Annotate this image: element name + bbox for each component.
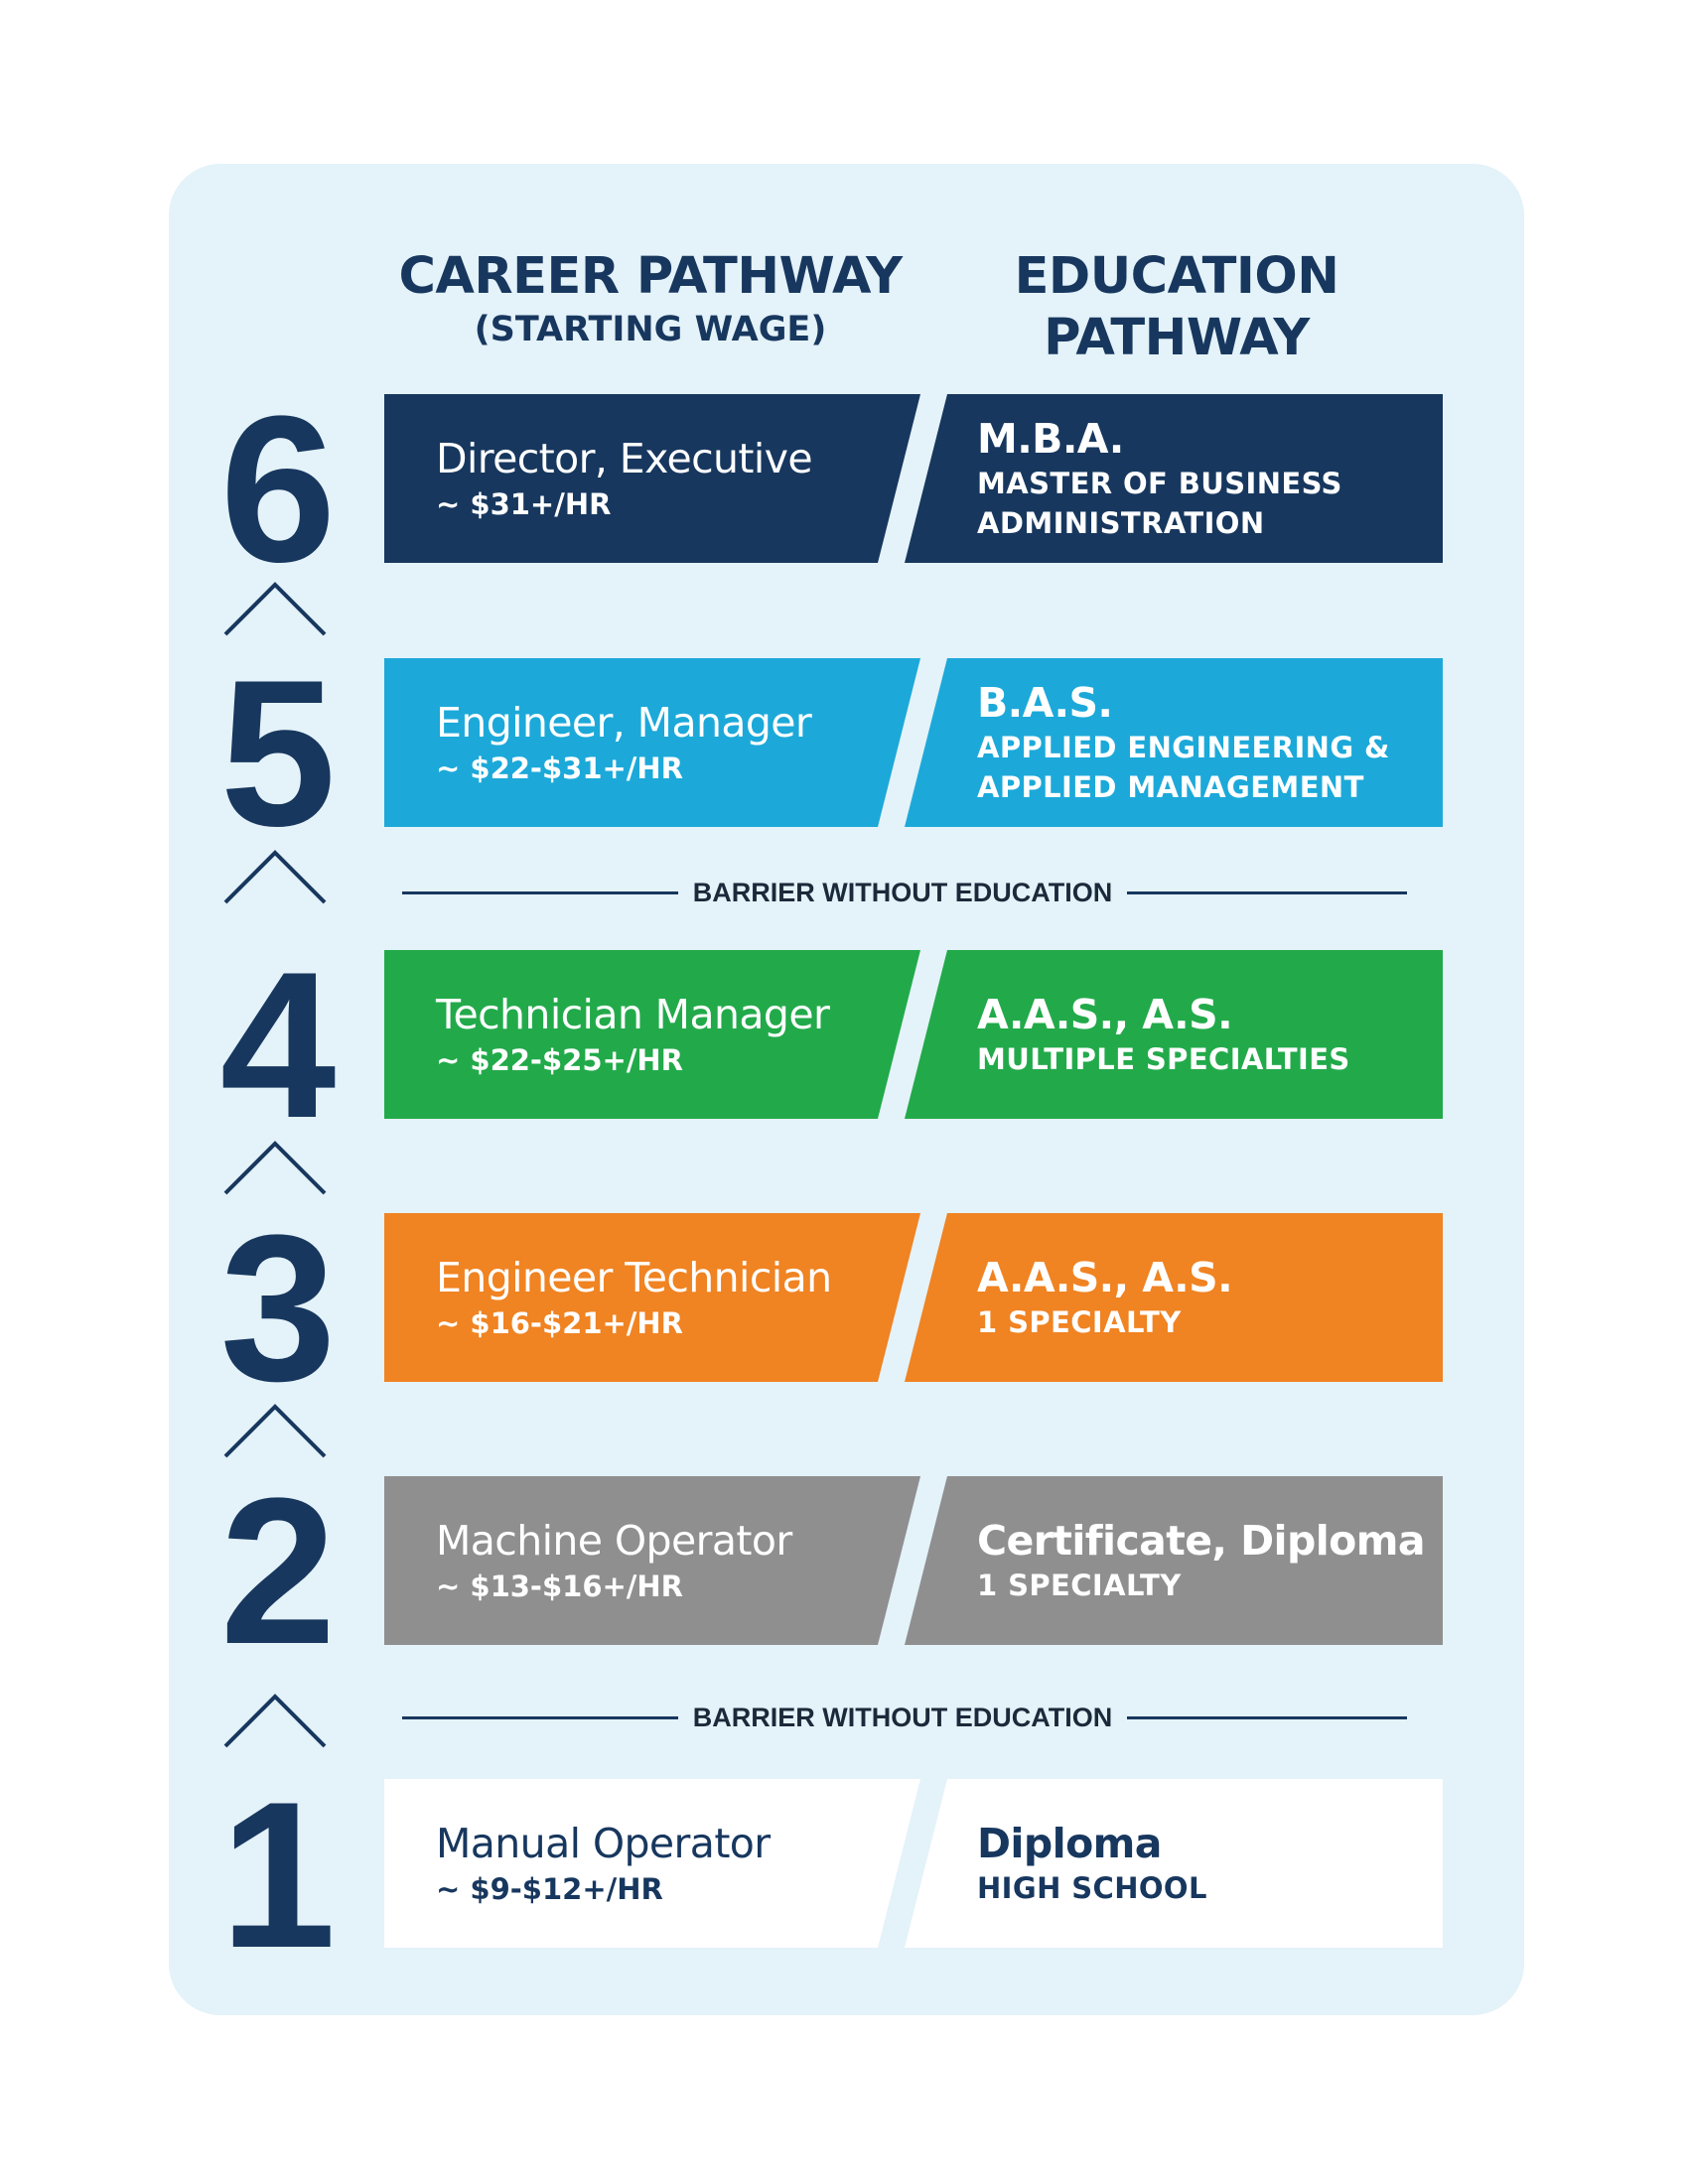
education-pathway-title-line1: EDUCATION: [1014, 247, 1339, 306]
up-caret-icon: [223, 581, 327, 636]
starting-wage: ~ $16-$21+/HR: [436, 1306, 683, 1340]
education-title: M.B.A.: [977, 415, 1124, 463]
career-cell: Machine Operator ~ $13-$16+/HR: [436, 1476, 903, 1645]
career-title: Machine Operator: [436, 1517, 792, 1565]
education-detail: HIGH SCHOOL: [977, 1871, 1207, 1905]
career-cell: Engineer, Manager ~ $22-$31+/HR: [436, 658, 903, 827]
pathway-row-shapes: [384, 394, 1443, 563]
pathway-row: Director, Executive ~ $31+/HR M.B.A.MASTER…: [384, 394, 1443, 563]
education-detail: APPLIED ENGINEERING & APPLIED MANAGEMENT: [977, 731, 1390, 804]
caret-stroke: [223, 1141, 327, 1195]
career-title: Director, Executive: [436, 435, 813, 482]
pathway-row-shapes: [384, 950, 1443, 1119]
career-cell: Technician Manager ~ $22-$25+/HR: [436, 950, 903, 1119]
education-cell: A.A.S., A.S. 1 SPECIALTY: [977, 1213, 1434, 1382]
career-cell-shape: [384, 950, 920, 1119]
career-pathway-header: CAREER PATHWAY (STARTING WAGE): [387, 246, 914, 351]
starting-wage: ~ $9-$12+/HR: [436, 1872, 663, 1906]
starting-wage: ~ $31+/HR: [436, 487, 612, 521]
starting-wage: ~ $22-$25+/HR: [436, 1043, 683, 1077]
career-cell: Engineer Technician ~ $16-$21+/HR: [436, 1213, 903, 1382]
barrier-divider-upper: BARRIER WITHOUT EDUCATION: [402, 873, 1407, 912]
education-cell-shape: [905, 394, 1443, 563]
up-caret-icon: [223, 1403, 327, 1458]
education-title: Diploma: [977, 1820, 1162, 1867]
career-cell-shape: [384, 658, 920, 827]
pathway-row: Technician Manager ~ $22-$25+/HR A.A.S., A…: [384, 950, 1443, 1119]
pathway-row-shapes: [384, 658, 1443, 827]
barrier-label: BARRIER WITHOUT EDUCATION: [692, 1703, 1113, 1732]
pathway-row-shapes: [384, 1213, 1443, 1382]
starting-wage: ~ $22-$31+/HR: [436, 751, 683, 785]
career-title: Engineer, Manager: [436, 699, 812, 747]
barrier-line-right: [1127, 891, 1407, 894]
education-title: B.A.S.: [977, 679, 1113, 727]
pathway-row-shapes: [384, 1476, 1443, 1645]
caret-stroke: [223, 1404, 327, 1458]
level-number: 3: [219, 1191, 337, 1425]
up-caret-icon: [223, 1693, 327, 1748]
career-pathway-title: CAREER PATHWAY: [398, 247, 903, 306]
education-cell: M.B.A.MASTER OF BUSINESS ADMINISTRATION: [977, 394, 1434, 563]
education-cell-shape: [905, 1213, 1443, 1382]
level-number: 1: [219, 1758, 337, 1991]
education-cell: B.A.S.APPLIED ENGINEERING & APPLIED MANA…: [977, 658, 1434, 827]
pathway-row: Engineer Technician ~ $16-$21+/HR A.A.S., …: [384, 1213, 1443, 1382]
barrier-label: BARRIER WITHOUT EDUCATION: [692, 878, 1113, 907]
barrier-line-left: [402, 1716, 678, 1719]
pathway-row: Engineer, Manager ~ $22-$31+/HR B.A.S.APPL…: [384, 658, 1443, 827]
education-cell-shape: [905, 1476, 1443, 1645]
level-number: 6: [219, 372, 337, 606]
education-pathway-header: EDUCATION PATHWAY: [983, 246, 1370, 369]
career-title: Engineer Technician: [436, 1254, 832, 1301]
education-detail: 1 SPECIALTY: [977, 1569, 1182, 1602]
career-title: Manual Operator: [436, 1820, 771, 1867]
education-title: A.A.S., A.S.: [977, 991, 1233, 1038]
career-cell: Director, Executive ~ $31+/HR: [436, 394, 903, 563]
barrier-line-right: [1127, 1716, 1407, 1719]
career-title: Technician Manager: [436, 991, 830, 1038]
education-cell-shape: [905, 1779, 1443, 1948]
pathway-row: Machine Operator ~ $13-$16+/HR Certificate…: [384, 1476, 1443, 1645]
barrier-line-left: [402, 891, 678, 894]
up-caret-icon: [223, 849, 327, 904]
level-number: 2: [219, 1454, 337, 1688]
education-cell: A.A.S., A.S. MULTIPLE SPECIALTIES: [977, 950, 1434, 1119]
barrier-divider-lower: BARRIER WITHOUT EDUCATION: [402, 1698, 1407, 1737]
education-title: A.A.S., A.S.: [977, 1254, 1233, 1301]
education-cell-shape: [905, 950, 1443, 1119]
career-pathway-subtitle: (STARTING WAGE): [474, 310, 827, 349]
education-detail: MULTIPLE SPECIALTIES: [977, 1042, 1350, 1076]
education-pathway-title-line2: PATHWAY: [1044, 309, 1310, 367]
education-title: Certificate, Diploma: [977, 1517, 1426, 1565]
education-cell: Certificate, Diploma 1 SPECIALTY: [977, 1476, 1434, 1645]
career-cell-shape: [384, 1213, 920, 1382]
career-cell-shape: [384, 1779, 920, 1948]
level-number: 4: [219, 928, 337, 1161]
caret-stroke: [223, 850, 327, 904]
career-cell-shape: [384, 394, 920, 563]
caret-stroke: [223, 582, 327, 636]
up-caret-icon: [223, 1140, 327, 1195]
education-detail: 1 SPECIALTY: [977, 1305, 1182, 1339]
education-cell-shape: [905, 658, 1443, 827]
pathway-row-shapes: [384, 1779, 1443, 1948]
caret-stroke: [223, 1694, 327, 1748]
education-detail: MASTER OF BUSINESS ADMINISTRATION: [977, 467, 1342, 540]
starting-wage: ~ $13-$16+/HR: [436, 1570, 683, 1603]
career-cell-shape: [384, 1476, 920, 1645]
level-number: 5: [219, 636, 337, 870]
career-cell: Manual Operator ~ $9-$12+/HR: [436, 1779, 903, 1948]
